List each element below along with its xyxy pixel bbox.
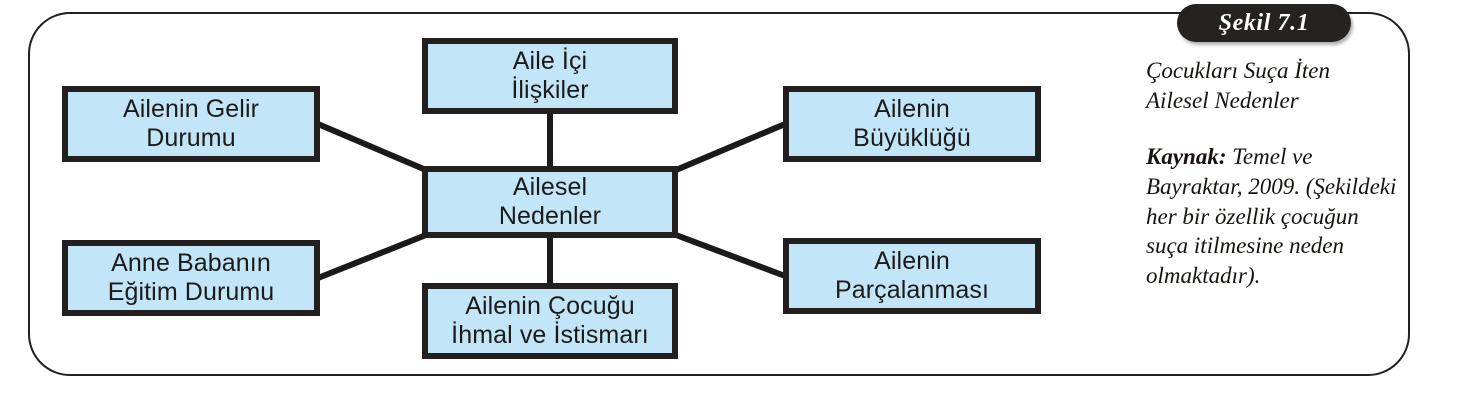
node-ailenin-gelir-durumu[interactable]: Ailenin Gelir Durumu [62,86,320,162]
node-ailenin-buyuklugu[interactable]: Ailenin Büyüklüğü [783,86,1041,162]
figure-number-badge: Şekil 7.1 [1177,4,1351,42]
node-ailenin-parcalanmasi[interactable]: Ailenin Parçalanması [783,238,1041,314]
node-ailesel-nedenler-center[interactable]: Ailesel Nedenler [422,166,678,238]
caption-source: Kaynak: Temel ve Bayraktar, 2009. (Şekil… [1146,142,1398,291]
caption-source-text: Temel ve Bayraktar, 2009. (Şekildeki her… [1146,143,1397,289]
caption-source-label: Kaynak: [1146,143,1227,169]
node-aile-ici-iliskiler[interactable]: Aile İçi İlişkiler [422,38,678,114]
figure-outer-frame [28,12,1410,376]
node-anne-babanin-egitim-durumu[interactable]: Anne Babanın Eğitim Durumu [62,240,320,316]
caption-column: Çocukları Suça İten Ailesel Nedenler Kay… [1146,56,1398,291]
node-ailenin-cocugu-ihmal-ve-istismari[interactable]: Ailenin Çocuğu İhmal ve İstismarı [422,283,678,359]
caption-title: Çocukları Suça İten Ailesel Nedenler [1146,58,1330,113]
